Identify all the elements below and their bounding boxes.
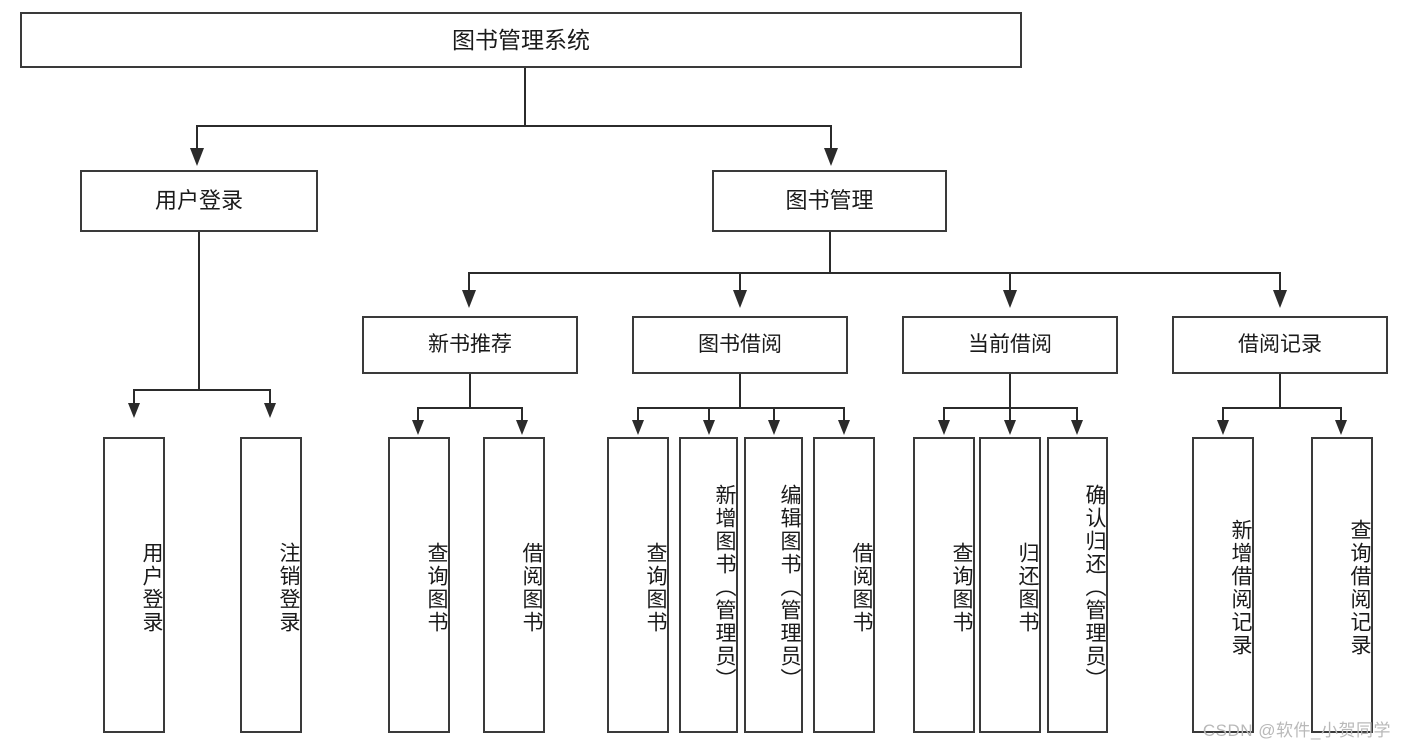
node-label: 查询图书 [644,542,667,634]
arrowhead-to-current-borrow [1003,290,1017,308]
edge-borrow-record-bus [1222,407,1342,409]
node-label: 新增借阅记录 [1229,519,1252,657]
node-label: 归还图书 [1016,542,1039,634]
arrowhead-to-query-record [1335,420,1347,435]
node-leaf-query-borrow-record[interactable]: 查询借阅记录 [1311,437,1373,733]
edge-current-borrow-drop-2 [1009,407,1011,421]
node-book-borrow[interactable]: 图书借阅 [632,316,848,374]
arrowhead-to-new-book-recommend [462,290,476,308]
edge-borrow-record-stem [1279,374,1281,408]
node-leaf-borrow-book-borrow[interactable]: 借阅图书 [813,437,875,733]
edge-user-login-bus [133,389,270,391]
arrowhead-to-book-borrow [733,290,747,308]
arrowhead-to-query-book-1 [412,420,424,435]
node-leaf-borrow-book-recommend[interactable]: 借阅图书 [483,437,545,733]
arrowhead-to-edit-book [768,420,780,435]
arrowhead-to-query-book-3 [938,420,950,435]
node-new-book-recommend[interactable]: 新书推荐 [362,316,578,374]
edge-user-login-drop-1 [133,389,135,405]
edge-new-book-bus [417,407,523,409]
edge-new-book-stem [469,374,471,408]
edge-level3-drop-1 [468,272,470,292]
edge-level3-bus [468,272,1280,274]
arrowhead-to-confirm-return [1071,420,1083,435]
edge-current-borrow-stem [1009,374,1011,408]
node-current-borrow[interactable]: 当前借阅 [902,316,1118,374]
edge-level3-drop-2 [739,272,741,292]
node-label: 借阅记录 [1238,332,1322,356]
arrowhead-to-user-login-leaf [128,403,140,418]
node-label: 新书推荐 [428,332,512,356]
node-book-management[interactable]: 图书管理 [712,170,947,232]
edge-level2-drop-2 [830,125,832,151]
edge-borrow-record-drop-2 [1340,407,1342,421]
edge-book-borrow-drop-1 [637,407,639,421]
watermark-text: CSDN @软件_小贺同学 [1202,721,1391,740]
node-root-system[interactable]: 图书管理系统 [20,12,1022,68]
edge-level2-bus [196,125,832,127]
node-label: 用户登录 [154,188,243,214]
node-leaf-add-book-admin[interactable]: 新增图书（管理员） [679,437,738,733]
node-leaf-user-login[interactable]: 用户登录 [103,437,165,733]
node-label: 图书借阅 [698,332,782,356]
node-leaf-query-book-recommend[interactable]: 查询图书 [388,437,450,733]
node-label: 查询图书 [425,542,448,634]
arrowhead-to-borrow-book-1 [516,420,528,435]
node-label: 编辑图书（管理员） [778,483,801,691]
node-label: 图书管理 [785,188,874,214]
arrowhead-to-user-login [190,148,204,166]
node-leaf-logout[interactable]: 注销登录 [240,437,302,733]
node-label: 查询借阅记录 [1348,519,1371,657]
edge-current-borrow-drop-3 [1076,407,1078,421]
edge-new-book-drop-1 [417,407,419,421]
node-label: 新增图书（管理员） [713,483,736,691]
edge-book-management-stem [829,232,831,273]
node-user-login[interactable]: 用户登录 [80,170,318,232]
edge-book-borrow-bus [637,407,845,409]
node-label: 图书管理系统 [452,26,590,53]
arrowhead-to-add-book [703,420,715,435]
node-label: 用户登录 [140,542,163,634]
edge-root-stem [524,68,526,126]
arrowhead-to-borrow-book-2 [838,420,850,435]
edge-borrow-record-drop-1 [1222,407,1224,421]
edge-level3-drop-4 [1279,272,1281,292]
node-label: 查询图书 [950,542,973,634]
edge-new-book-drop-2 [521,407,523,421]
node-leaf-confirm-return-admin[interactable]: 确认归还（管理员） [1047,437,1108,733]
edge-book-borrow-stem [739,374,741,408]
node-leaf-query-book-borrow[interactable]: 查询图书 [607,437,669,733]
edge-user-login-drop-2 [269,389,271,405]
edge-book-borrow-drop-2 [708,407,710,421]
arrowhead-to-return-book [1004,420,1016,435]
node-label: 当前借阅 [968,332,1052,356]
edge-level2-drop-1 [196,125,198,151]
edge-current-borrow-drop-1 [943,407,945,421]
node-label: 借阅图书 [520,542,543,634]
edge-book-borrow-drop-3 [773,407,775,421]
node-leaf-query-book-current[interactable]: 查询图书 [913,437,975,733]
arrowhead-to-add-record [1217,420,1229,435]
node-leaf-return-book[interactable]: 归还图书 [979,437,1041,733]
node-borrow-record[interactable]: 借阅记录 [1172,316,1388,374]
node-label: 注销登录 [277,542,300,634]
edge-level3-drop-3 [1009,272,1011,292]
arrowhead-to-borrow-record [1273,290,1287,308]
arrowhead-to-book-manage [824,148,838,166]
arrowhead-to-query-book-2 [632,420,644,435]
node-leaf-edit-book-admin[interactable]: 编辑图书（管理员） [744,437,803,733]
node-label: 确认归还（管理员） [1083,483,1106,691]
edge-book-borrow-drop-4 [843,407,845,421]
arrowhead-to-logout-leaf [264,403,276,418]
node-label: 借阅图书 [850,542,873,634]
node-leaf-add-borrow-record[interactable]: 新增借阅记录 [1192,437,1254,733]
edge-user-login-stem [198,232,200,390]
